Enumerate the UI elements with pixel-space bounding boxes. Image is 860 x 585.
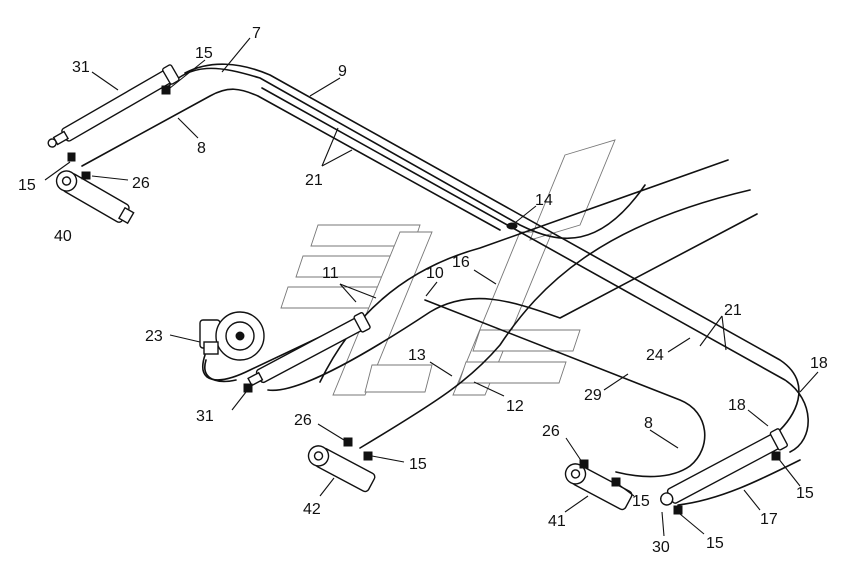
fitting-14 [506, 222, 518, 230]
callout-26-left: 26 [132, 175, 150, 192]
fitting-15-bottom [673, 505, 683, 515]
callout-31-mid: 31 [196, 408, 214, 425]
callout-15-right2: 15 [796, 485, 814, 502]
callout-12: 12 [506, 398, 524, 415]
cylinder-30 [660, 428, 788, 506]
callout-16: 16 [452, 254, 470, 271]
callout-8-right: 8 [644, 415, 653, 432]
tube-17 [677, 459, 801, 506]
motor-23 [199, 311, 265, 361]
fitting-15-right2 [771, 451, 781, 461]
callout-26-mid: 26 [294, 412, 312, 429]
callout-18-top: 18 [810, 355, 828, 372]
callout-9: 9 [338, 63, 347, 80]
cylinder-41 [564, 463, 633, 511]
fitting-15-right1 [611, 477, 621, 487]
callout-17: 17 [760, 511, 778, 528]
callout-11: 11 [322, 265, 339, 282]
callout-18-mid: 18 [728, 397, 746, 414]
tube-12 [267, 213, 758, 392]
leader-lines [44, 37, 819, 537]
callouts: 7 31 15 9 8 21 15 26 40 14 11 10 16 23 1… [18, 25, 828, 556]
tube-16 [359, 189, 751, 449]
callout-42: 42 [303, 501, 321, 518]
callout-40: 40 [54, 228, 72, 245]
cylinder-31-top [47, 64, 180, 148]
callout-14: 14 [535, 192, 553, 209]
fitting-26-right [579, 459, 589, 469]
fitting-26-mid [343, 437, 353, 447]
callout-30: 30 [652, 539, 670, 556]
tube-8-upper [81, 88, 501, 231]
callout-21-right: 21 [724, 302, 742, 319]
callout-31-top: 31 [72, 59, 90, 76]
callout-15-right1: 15 [632, 493, 650, 510]
callout-15-left: 15 [18, 177, 36, 194]
callout-10: 10 [426, 265, 444, 282]
fitting-15-top [161, 85, 171, 95]
tube-29 [424, 299, 706, 478]
tube-10 [319, 159, 729, 383]
components [47, 64, 788, 515]
callout-15-bottom: 15 [706, 535, 724, 552]
callout-41: 41 [548, 513, 566, 530]
fitting-26-left [81, 171, 91, 180]
fitting-15-mid [363, 451, 373, 461]
callout-24: 24 [646, 347, 664, 364]
fitting-15-left [67, 152, 76, 162]
tubes [81, 63, 809, 506]
callout-29: 29 [584, 387, 602, 404]
tube-7 [162, 67, 646, 240]
callout-13: 13 [408, 347, 426, 364]
watermark-logo [280, 139, 616, 396]
tube-18-right [261, 87, 809, 453]
callout-26-right: 26 [542, 423, 560, 440]
cylinder-42 [307, 445, 376, 493]
cylinder-31-mid [247, 312, 371, 387]
callout-7: 7 [252, 25, 261, 42]
tube-23-hose [204, 359, 237, 383]
callout-15-mid: 15 [409, 456, 427, 473]
callout-21-top: 21 [305, 172, 323, 189]
fitting-31-mid [243, 383, 253, 393]
callout-15-top: 15 [195, 45, 213, 62]
tube-9 [184, 63, 800, 431]
callout-8-top: 8 [197, 140, 206, 157]
callout-23: 23 [145, 328, 163, 345]
cylinder-40 [55, 170, 135, 225]
